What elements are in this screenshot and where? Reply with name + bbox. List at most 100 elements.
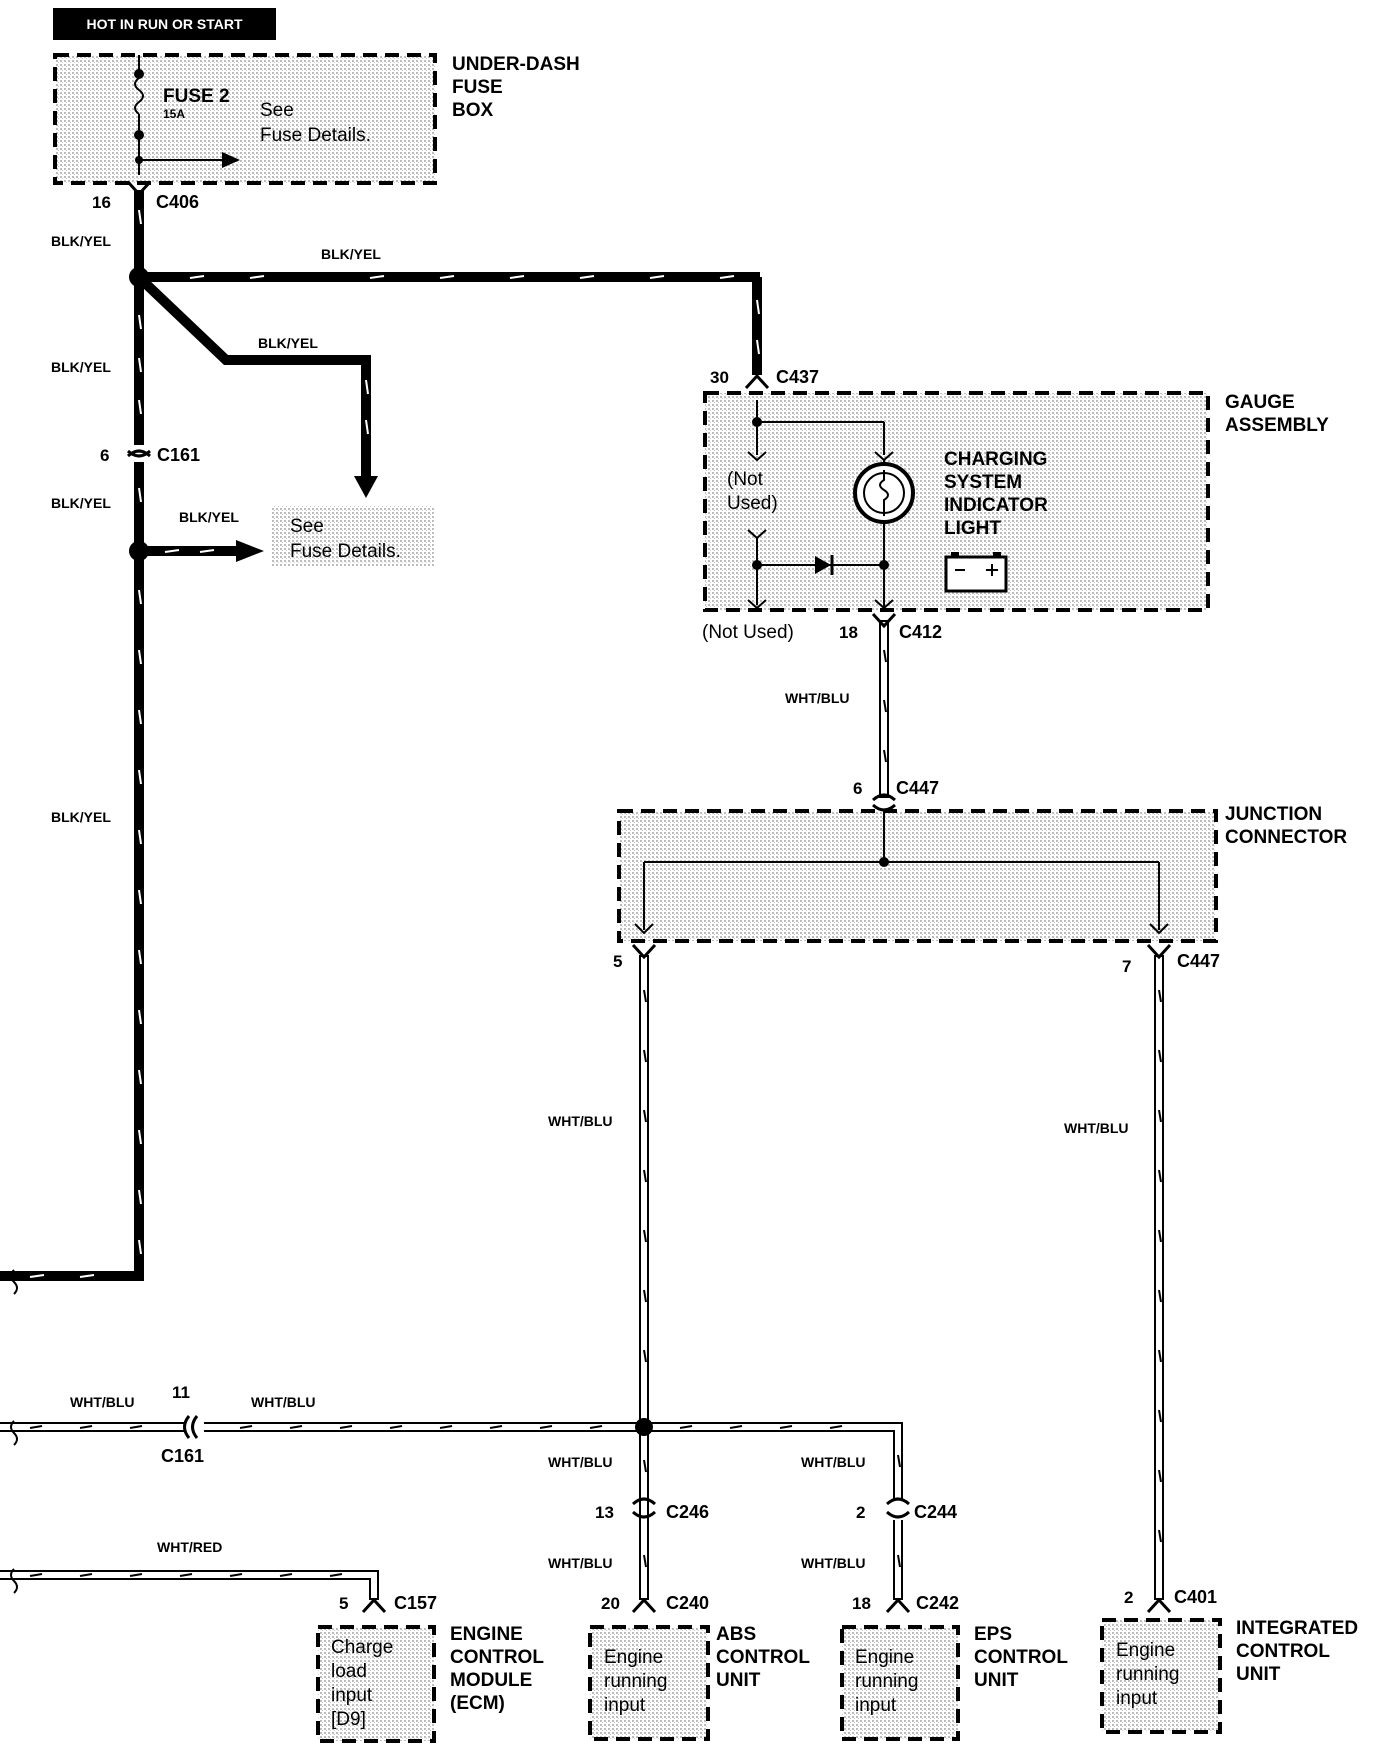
eps-outline xyxy=(840,1625,960,1741)
ecm-name-l2: CONTROL xyxy=(450,1647,544,1668)
abs-name-l1: ABS xyxy=(716,1624,756,1645)
junction-name-l1: JUNCTION xyxy=(1225,804,1322,825)
not-used-l1: (Not xyxy=(727,469,764,490)
c447-left-pin: 5 xyxy=(613,952,622,971)
eps-input-l1: Engine xyxy=(855,1647,914,1668)
ecm-outline xyxy=(316,1625,436,1743)
c161-top-pin: 6 xyxy=(100,446,109,465)
diode-icon xyxy=(815,556,831,574)
fuse-box: FUSE 2 15A See Fuse Details. UNDER-DASH … xyxy=(53,53,580,185)
abs-input-l2: running xyxy=(604,1671,667,1692)
icu-name-l1: INTEGRATED xyxy=(1236,1618,1358,1639)
fuse-box-name-l1: UNDER-DASH xyxy=(452,54,580,75)
abs-input-l1: Engine xyxy=(604,1647,663,1668)
not-used-terminal-icon xyxy=(747,451,767,462)
see-fuse-l2: Fuse Details. xyxy=(290,541,401,562)
icu-input-l3: input xyxy=(1116,1688,1158,1709)
connector-labels: 16 C406 30 C437 6 C161 18 C412 6 C447 5 … xyxy=(92,192,1220,1613)
see-fuse-details-bg xyxy=(272,506,434,566)
junction-connector: JUNCTION CONNECTOR xyxy=(617,804,1347,943)
junction-name-l2: CONNECTOR xyxy=(1225,827,1347,848)
wht-blu-wiring xyxy=(0,620,1164,1600)
light-name-l2: SYSTEM xyxy=(944,472,1022,493)
c412-label: C412 xyxy=(899,622,942,642)
icu-input-l2: running xyxy=(1116,1664,1179,1685)
fuse-icon xyxy=(134,77,144,115)
light-name-l4: LIGHT xyxy=(944,518,1001,539)
light-name-l3: INDICATOR xyxy=(944,495,1048,516)
fuse-terminal-top xyxy=(134,69,144,79)
ecm-input-l1: Charge xyxy=(331,1637,393,1658)
wire-break-icon xyxy=(10,1269,18,1295)
power-source-label: HOT IN RUN OR START xyxy=(86,16,243,32)
c447-right-label: C447 xyxy=(1177,951,1220,971)
c406-label: C406 xyxy=(156,192,199,212)
wire-label-blk-yel: BLK/YEL xyxy=(321,246,381,262)
connector-symbols xyxy=(126,180,1172,1614)
not-used-below: (Not Used) xyxy=(702,622,794,643)
c161-bottom-pin: 11 xyxy=(172,1383,190,1402)
eps-input-l2: running xyxy=(855,1671,918,1692)
c244-pin: 2 xyxy=(856,1503,865,1522)
ecm-module: Charge load input [D9] ENGINE CONTROL MO… xyxy=(316,1624,544,1743)
c240-pin: 20 xyxy=(601,1594,620,1613)
wire-label-wht-blu: WHT/BLU xyxy=(548,1555,613,1571)
abs-name-l3: UNIT xyxy=(716,1670,761,1691)
fuse-name: FUSE 2 xyxy=(163,86,230,107)
gauge-name-l1: GAUGE xyxy=(1225,392,1295,413)
wire-color-labels: BLK/YEL BLK/YEL BLK/YEL BLK/YEL BLK/YEL … xyxy=(51,233,1129,1571)
ecm-input-l4: [D9] xyxy=(331,1709,366,1730)
wire-label-wht-blu: WHT/BLU xyxy=(548,1454,613,1470)
c447-right-pin: 7 xyxy=(1122,957,1131,976)
splice-point xyxy=(129,267,149,287)
abs-outline xyxy=(588,1625,710,1741)
c157-label: C157 xyxy=(394,1593,437,1613)
c437-pin: 30 xyxy=(710,368,729,387)
abs-name-l2: CONTROL xyxy=(716,1647,810,1668)
ecm-name-l3: MODULE xyxy=(450,1670,532,1691)
ecm-input-l2: load xyxy=(331,1661,367,1682)
fuse-see-details: Fuse Details. xyxy=(260,125,371,146)
c406-pin: 16 xyxy=(92,193,111,212)
c242-pin: 18 xyxy=(852,1594,871,1613)
wire-label-wht-blu: WHT/BLU xyxy=(70,1394,135,1410)
see-fuse-l1: See xyxy=(290,516,324,537)
see-fuse-details-box: See Fuse Details. xyxy=(272,506,434,566)
fuse-see: See xyxy=(260,100,294,121)
fuse-rating: 15A xyxy=(163,107,185,121)
arrow-down-icon xyxy=(354,476,378,498)
ecm-name-l4: (ECM) xyxy=(450,1693,505,1714)
wire-label-blk-yel: BLK/YEL xyxy=(179,509,239,525)
wire-label-blk-yel: BLK/YEL xyxy=(51,359,111,375)
power-source-header: HOT IN RUN OR START xyxy=(53,8,276,40)
wire-label-wht-blu: WHT/BLU xyxy=(251,1394,316,1410)
icu-outline xyxy=(1100,1618,1222,1734)
wire-label-blk-yel: BLK/YEL xyxy=(51,809,111,825)
wire-label-wht-blu: WHT/BLU xyxy=(1064,1120,1129,1136)
gauge-name-l2: ASSEMBLY xyxy=(1225,415,1329,436)
splice-point xyxy=(635,1418,653,1436)
wire-break-icon xyxy=(10,1568,18,1594)
wire-label-blk-yel: BLK/YEL xyxy=(258,335,318,351)
light-name-l1: CHARGING xyxy=(944,449,1047,470)
c437-label: C437 xyxy=(776,367,819,387)
wire-label-wht-blu: WHT/BLU xyxy=(801,1454,866,1470)
ecm-name-l1: ENGINE xyxy=(450,1624,523,1645)
fuse-box-name-l2: FUSE xyxy=(452,77,503,98)
wire-label-wht-blu: WHT/BLU xyxy=(801,1555,866,1571)
wire-label-wht-red: WHT/RED xyxy=(157,1539,222,1555)
junction-connector-outline xyxy=(617,809,1218,943)
eps-input-l3: input xyxy=(855,1695,897,1716)
gauge-assembly: (Not Used) CHARGING SYSTEM INDICATOR LIG… xyxy=(702,391,1329,643)
eps-module: Engine running input EPS CONTROL UNIT xyxy=(840,1624,1068,1741)
c246-pin: 13 xyxy=(595,1503,614,1522)
c401-pin: 2 xyxy=(1124,1588,1133,1607)
eps-name-l2: CONTROL xyxy=(974,1647,1068,1668)
wire-break-icon xyxy=(10,1420,18,1446)
wire-label-blk-yel: BLK/YEL xyxy=(51,233,111,249)
c240-label: C240 xyxy=(666,1593,709,1613)
c161-top-label: C161 xyxy=(157,445,200,465)
icu-input-l1: Engine xyxy=(1116,1640,1175,1661)
c447-top-label: C447 xyxy=(896,778,939,798)
